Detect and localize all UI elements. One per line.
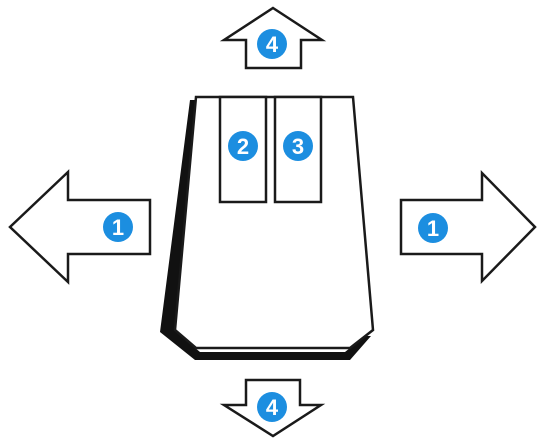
arrow-right: 1 [399,169,537,285]
badge-4-top [257,29,287,59]
badge-4-bottom [257,392,287,422]
badge-3 [283,131,313,161]
badge-1-left [103,212,133,242]
badge-2-label: 2 [237,134,249,159]
badge-4-bottom-label: 4 [266,395,279,420]
arrow-right-shape [399,169,537,285]
arrow-up: 4 [219,6,327,70]
badge-3-label: 3 [292,134,304,159]
badge-1-right-label: 1 [427,216,439,241]
arrow-left: 1 [8,169,152,285]
arrow-down: 4 [219,378,326,438]
arrow-left-shape [8,169,152,285]
badge-1-left-label: 1 [112,215,124,240]
device-body: 2 3 [160,95,375,360]
badge-1-right [418,213,448,243]
badge-2 [228,131,258,161]
badge-4-top-label: 4 [266,32,279,57]
